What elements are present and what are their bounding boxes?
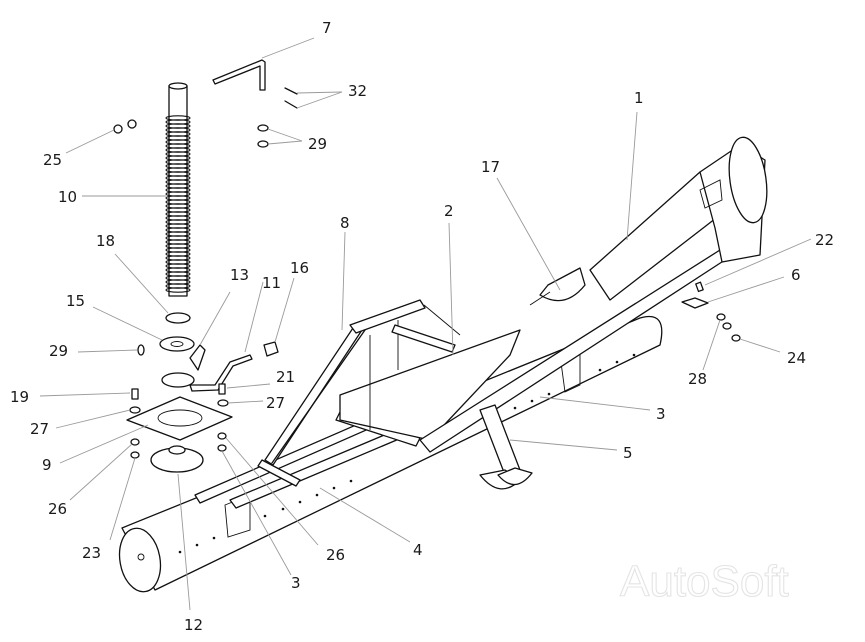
- large-washer: [159, 336, 195, 352]
- callout-11: 11: [262, 274, 281, 292]
- nut-26-left: [130, 438, 140, 446]
- callout-15: 15: [66, 292, 85, 310]
- plate-6: [681, 297, 709, 309]
- callout-32: 32: [348, 82, 367, 100]
- bushing: [165, 312, 191, 324]
- callout-4: 4: [413, 541, 423, 559]
- bolt-21: [218, 383, 226, 395]
- callout-7: 7: [322, 19, 332, 37]
- support-frame: [264, 299, 461, 466]
- mounting-plate: [126, 396, 233, 441]
- callout-13: 13: [230, 266, 249, 284]
- callout-1: 1: [634, 89, 644, 107]
- leader-lines: [39, 37, 812, 611]
- crank-arm: [161, 354, 253, 392]
- callout-19: 19: [10, 388, 29, 406]
- elevator-tube: [589, 136, 768, 301]
- nut-28a: [716, 313, 726, 321]
- nut-3-right: [217, 444, 227, 452]
- nut-23: [130, 451, 140, 459]
- callout-17: 17: [481, 158, 500, 176]
- callout-24: 24: [787, 349, 806, 367]
- bolt-22: [695, 281, 704, 293]
- callout-5: 5: [623, 444, 633, 462]
- callout-18: 18: [96, 232, 115, 250]
- callout-3-right: 3: [656, 405, 666, 423]
- callout-16: 16: [290, 259, 309, 277]
- callout-28: 28: [688, 370, 707, 388]
- callout-29-left: 29: [49, 342, 68, 360]
- hopper: [529, 267, 586, 306]
- callout-25: 25: [43, 151, 62, 169]
- gear-hub: [150, 445, 204, 473]
- nut-24: [731, 334, 741, 342]
- callout-6: 6: [791, 266, 801, 284]
- spring-coil: [165, 287, 191, 293]
- callout-9: 9: [42, 456, 52, 474]
- stand-leg: [479, 404, 533, 490]
- callout-12: 12: [184, 616, 203, 634]
- nut-26-right: [217, 432, 227, 440]
- watermark: AutoSoft: [620, 557, 789, 606]
- nuts: [113, 119, 137, 134]
- tube-holes: [178, 353, 636, 554]
- callout-27-left: 27: [30, 420, 49, 438]
- callout-3-left: 3: [291, 574, 301, 592]
- callout-27-right: 27: [266, 394, 285, 412]
- cotter-pins: [284, 87, 298, 109]
- callout-26-right: 26: [326, 546, 345, 564]
- callout-26-left: 26: [48, 500, 67, 518]
- callout-22: 22: [815, 231, 834, 249]
- small-washer: [137, 344, 145, 356]
- spring-coils: [165, 115, 191, 293]
- bolt-19: [131, 388, 139, 400]
- callout-23: 23: [82, 544, 101, 562]
- washer-27-right: [217, 399, 229, 407]
- callout-8: 8: [340, 214, 350, 232]
- washers-top: [257, 124, 269, 148]
- nut-28b: [722, 322, 732, 330]
- cap: [263, 341, 279, 357]
- bracket: [189, 344, 206, 371]
- callout-2: 2: [444, 202, 454, 220]
- callout-29-top: 29: [308, 135, 327, 153]
- callout-21: 21: [276, 368, 295, 386]
- large-washer-hole: [170, 341, 184, 347]
- crank-handle: [212, 59, 266, 91]
- callout-10: 10: [58, 188, 77, 206]
- washer-27-left: [129, 406, 141, 414]
